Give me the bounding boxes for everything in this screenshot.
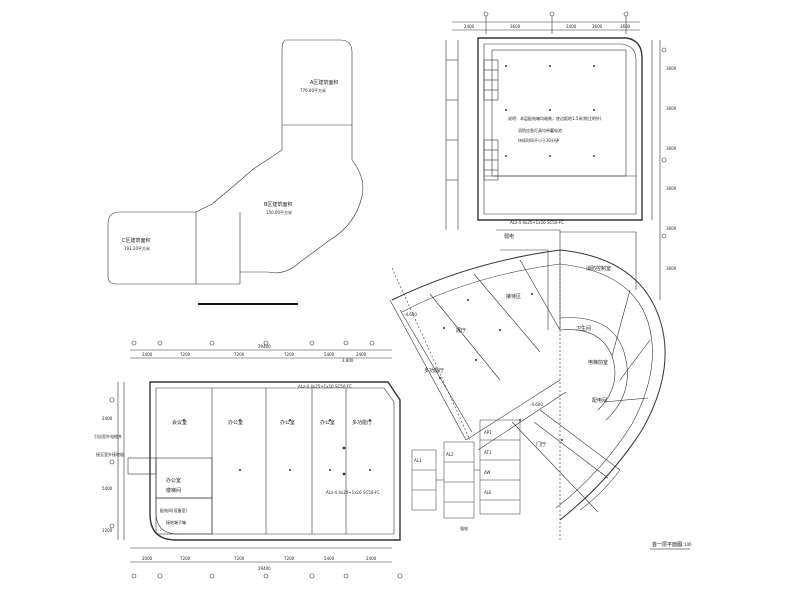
panel-ale-label: ALE xyxy=(484,490,492,495)
note-6: ALz-4 4x25+1x16 SC50-FC xyxy=(298,384,352,389)
key-plan-zone-a-name: A区建筑面积 xyxy=(310,79,338,86)
key-plan-zone-a-outline xyxy=(107,39,364,285)
note-2: 消防应急灯具均带蓄电池 xyxy=(518,127,562,133)
dim-top-b-6: 2400 xyxy=(356,352,367,357)
dim-right-a-2: 3600 xyxy=(666,106,677,111)
room-r3-label: 办公室 xyxy=(280,419,295,426)
note-4: ALz-4 4x25+1x16 SC50-FC xyxy=(510,220,564,225)
dim-right-a-5: 3600 xyxy=(666,226,677,231)
room-r10-label: 办公室 xyxy=(166,477,181,484)
electrical-panels xyxy=(411,419,521,519)
room-r17-label: 强电 xyxy=(460,525,468,531)
note-10: -4.600 xyxy=(530,402,543,407)
block-a-fixtures xyxy=(505,65,595,157)
room-r1-label: 会议室 xyxy=(172,419,187,426)
panel-ap1-label: AP1 xyxy=(484,430,492,435)
note-8: 接至室外接地极 xyxy=(96,451,124,457)
dim-top-b-2: 7200 xyxy=(180,352,191,357)
dim-top-a-4: 3600 xyxy=(592,24,603,29)
dim-top-b-3: 7200 xyxy=(234,352,245,357)
dim-top-a-2: 3600 xyxy=(510,24,521,29)
dim-top-b-5: 5400 xyxy=(324,352,335,357)
room-r18-label: 弱电 xyxy=(504,233,514,240)
key-plan-zone-a-area: 776.00平方米 xyxy=(300,87,326,93)
block-c-fixtures xyxy=(183,419,371,476)
room-r7-label: 展厅 xyxy=(456,328,466,334)
room-r2-label: 办公室 xyxy=(228,419,243,426)
block-a xyxy=(445,11,667,300)
dim-top-b-4: 7200 xyxy=(284,352,295,357)
note-3: 持续时间不小于30分钟 xyxy=(518,137,559,143)
key-plan-zone-c-area: 191.20平方米 xyxy=(124,245,150,251)
dim-left-b-1: 2400 xyxy=(102,416,113,421)
room-r6-label: 接待区 xyxy=(506,293,521,300)
dim-bottom-b-6: 2400 xyxy=(366,556,377,561)
dim-right-a-6: 3600 xyxy=(666,266,677,271)
block-a-axis-markers-top xyxy=(483,11,629,34)
dim-bottom-b-3: 7200 xyxy=(234,556,245,561)
dim-bottom-b-2: 7200 xyxy=(180,556,191,561)
note-7: 引自室外电缆井 xyxy=(94,433,122,439)
dim-left-b-2: 5400 xyxy=(102,486,113,491)
room-r11-label: 楼梯间 xyxy=(166,487,181,494)
key-plan-zone-c-name: C区建筑面积 xyxy=(122,237,151,244)
dimension-texts: 2400 3600 2400 3600 3600 2400 7200 7200 … xyxy=(102,24,677,571)
note-1: 说明：本层配电箱均暗装，底边距地1.5米(除注明外) xyxy=(508,115,602,121)
panel-al1-label: AL1 xyxy=(414,458,422,463)
block-c-axis-markers-top xyxy=(131,340,375,346)
dim-bottom-total: 29400 xyxy=(258,566,271,571)
note-5: ALz-4 4x25+1x16 SC50-FC xyxy=(326,490,380,495)
note-12: 3.800 xyxy=(342,358,354,363)
key-plan: A区建筑面积 776.00平方米 B区建筑面积 150.00平方米 C区建筑面积… xyxy=(107,39,364,285)
dim-top-a-5: 3600 xyxy=(620,24,631,29)
room-r16-label: 配电间(设备室) xyxy=(160,507,188,513)
panel-aw-label: AW xyxy=(484,470,491,475)
dim-top-total: 29400 xyxy=(258,344,271,349)
room-r4-label: 办公室 xyxy=(320,419,335,426)
key-plan-zone-b-name: B区建筑面积 xyxy=(264,201,292,208)
dim-left-b-3: 1200 xyxy=(102,528,113,533)
dim-right-a-3: 3600 xyxy=(666,146,677,151)
block-c xyxy=(109,340,403,579)
note-11: -4.600 xyxy=(404,312,417,317)
drawing-scale: 1:100 xyxy=(680,542,692,547)
dim-top-b-1: 2400 xyxy=(142,352,153,357)
room-r13-label: 配电间 xyxy=(592,397,607,404)
dim-bottom-b-1: 2000 xyxy=(142,556,153,561)
drawing-title: 首一层平面图 xyxy=(652,541,682,548)
key-plan-zone-b-area: 150.00平方米 xyxy=(266,209,292,215)
dim-right-a-1: 3600 xyxy=(666,66,677,71)
room-r14-label: 电梯前室 xyxy=(588,359,608,366)
dim-right-a-4: 3600 xyxy=(666,186,677,191)
block-c-axis-markers-bottom xyxy=(131,573,403,579)
note-9: 接地端子箱 xyxy=(166,519,186,525)
dim-top-a-3: 2400 xyxy=(566,24,577,29)
room-r15-label: 门厅 xyxy=(536,441,546,448)
dim-top-a-1: 2400 xyxy=(464,24,475,29)
room-r9-label: 多功能厅 xyxy=(424,367,444,374)
dim-bottom-b-5: 5400 xyxy=(324,556,335,561)
room-r12-label: 消防控制室 xyxy=(586,265,611,272)
block-b-fixtures xyxy=(439,293,563,441)
room-r5-label: 多功能厅 xyxy=(352,419,372,426)
drawing-title-block: 首一层平面图 1:100 xyxy=(650,541,692,550)
room-r8-label: 卫生间 xyxy=(576,325,591,332)
block-b xyxy=(389,229,666,540)
dim-bottom-b-4: 7200 xyxy=(284,556,295,561)
panel-al2-label: AL2 xyxy=(446,452,454,457)
panel-at1-label: AT1 xyxy=(484,450,492,455)
